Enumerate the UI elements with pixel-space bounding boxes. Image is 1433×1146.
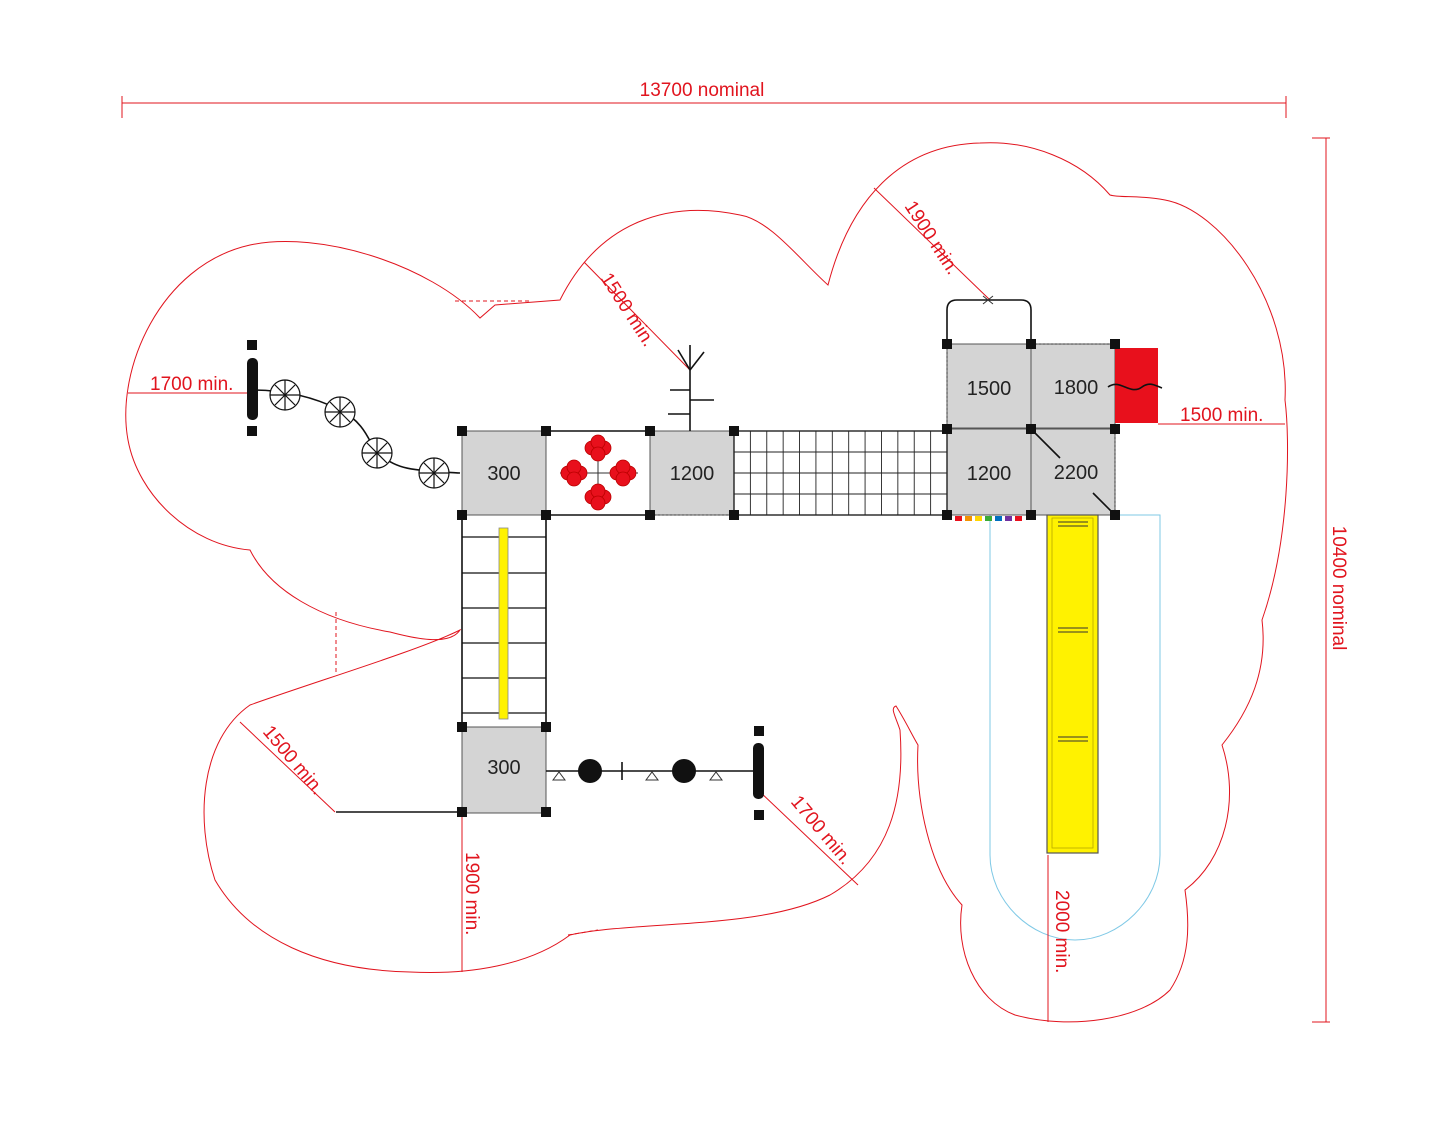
triangle-icon <box>709 771 723 781</box>
deck-1200-left-label: 1200 <box>670 463 715 485</box>
post <box>1110 424 1120 434</box>
left-clearance-label: 1700 min. <box>150 374 233 395</box>
post <box>1026 339 1036 349</box>
triangle-icon <box>552 771 566 781</box>
flower-icon <box>584 434 612 462</box>
post <box>1026 424 1036 434</box>
overhead-arch <box>946 299 1032 344</box>
left-end-post <box>247 340 258 436</box>
bottom-right-clearance-label: 1700 min. <box>786 792 856 869</box>
ball-icon <box>672 759 696 783</box>
deck-300-bottom <box>461 726 547 814</box>
wavy-bar-icon <box>1107 383 1163 391</box>
right-clearance-label: 1500 min. <box>1180 405 1263 426</box>
vertical-ladder <box>461 515 547 727</box>
zone-notch-dash <box>567 929 599 936</box>
balance-beam <box>546 726 764 820</box>
tree-climber <box>668 345 714 431</box>
deck-300-bottom-label: 300 <box>487 757 520 779</box>
colored-steps <box>955 516 1022 521</box>
post <box>729 426 739 436</box>
top-right-clearance-line <box>873 187 991 301</box>
post <box>457 510 467 520</box>
slide-zone-outline <box>989 514 1161 941</box>
arch-cross-icon <box>982 295 994 305</box>
post <box>645 510 655 520</box>
flower-panel <box>546 430 650 516</box>
post <box>942 424 952 434</box>
triangle-icon <box>645 771 659 781</box>
slide <box>1046 514 1099 854</box>
top-mid-clearance-line <box>583 261 691 371</box>
post <box>541 510 551 520</box>
post <box>1110 510 1120 520</box>
ball-icon <box>578 759 602 783</box>
post <box>541 722 551 732</box>
deck-1200-right <box>946 428 1032 516</box>
post <box>729 510 739 520</box>
bottom-left-clearance-label: 1500 min. <box>258 722 328 799</box>
right-end-post <box>753 743 764 799</box>
height-dimension-label: 10400 nominal <box>1328 526 1349 651</box>
post <box>541 807 551 817</box>
width-dimension-label: 13700 nominal <box>640 80 765 101</box>
bottom-mid-clearance-label: 1900 min. <box>461 852 482 935</box>
wheel-icon <box>269 379 301 411</box>
post <box>1110 339 1120 349</box>
wheel-icon <box>324 396 356 428</box>
post <box>942 339 952 349</box>
deck-300-top <box>461 430 547 516</box>
deck-2200-label: 2200 <box>1054 462 1099 484</box>
wheel-icon <box>418 457 450 489</box>
slide-clearance-label: 2000 min. <box>1051 890 1072 973</box>
deck-1800-label: 1800 <box>1054 377 1099 399</box>
flower-icon <box>560 459 588 487</box>
top-right-clearance-label: 1900 min. <box>900 197 963 278</box>
post <box>942 510 952 520</box>
stepping-path <box>251 389 461 474</box>
flower-icon <box>584 483 612 511</box>
wheel-icon <box>361 437 393 469</box>
post <box>1026 510 1036 520</box>
bottom-left-clearance-line <box>239 721 336 813</box>
deck-1200-right-label: 1200 <box>967 463 1012 485</box>
bottom-right-clearance-line <box>757 789 859 886</box>
post <box>457 426 467 436</box>
safety-zone-outline <box>125 142 1289 1023</box>
net-bridge <box>733 430 948 516</box>
post <box>645 426 655 436</box>
top-mid-clearance-label: 1500 min. <box>596 269 659 350</box>
yellow-rail <box>498 527 509 720</box>
flower-icon <box>609 459 637 487</box>
deck-300-top-label: 300 <box>487 463 520 485</box>
post <box>457 722 467 732</box>
post <box>457 807 467 817</box>
deck-1500-label: 1500 <box>967 378 1012 400</box>
post <box>541 426 551 436</box>
